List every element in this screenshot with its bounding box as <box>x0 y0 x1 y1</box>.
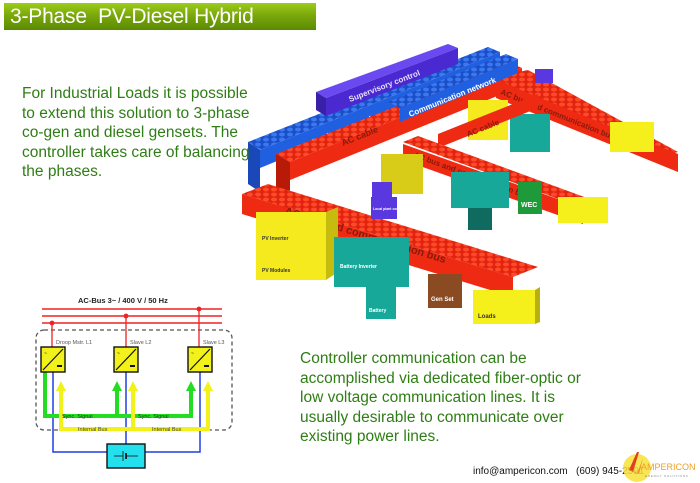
internal-bus-label-1: Internal Bus <box>78 427 108 433</box>
battery-inverter-label: Battery Inverter <box>340 264 377 270</box>
logo-name: AMPERICON <box>641 462 696 472</box>
logo-tagline: ENERGY SOLUTIONS <box>645 474 689 478</box>
intro-text: For Industrial Loads it is possible to e… <box>22 85 250 181</box>
local-plant-control-back <box>535 69 553 83</box>
ac-bus-middle: AC bus and communication bus WEC <box>372 136 608 230</box>
loads-block-middle <box>558 197 608 223</box>
pv-inverter-label: PV Inverter <box>262 236 288 242</box>
svg-text:~: ~ <box>44 351 47 357</box>
ac-bus-label: AC-Bus 3~ / 400 V / 50 Hz <box>78 296 168 305</box>
pv-modules-label: PV Modules <box>262 268 291 274</box>
page-title: 3-Phase PV-Diesel Hybrid <box>10 5 254 28</box>
local-plant-control-middle <box>372 182 392 198</box>
sync-signal-lines <box>43 372 193 418</box>
battery-label: Battery <box>369 308 386 314</box>
loads-block-front <box>473 290 535 324</box>
battery-inverter-block-back <box>510 114 550 152</box>
inverter-unit-2: ~ <box>113 346 139 373</box>
battery-block-front <box>366 287 396 319</box>
genset-label: Gen Set <box>431 297 454 303</box>
battery-block-middle <box>468 208 492 230</box>
front-modules: PV Inverter PV Modules Battery Inverter … <box>256 197 540 324</box>
ampericon-logo: AMPERICON ENERGY SOLUTIONS <box>623 452 696 482</box>
footer-contact: info@ampericon.com (609) 945-2591 <box>473 466 644 477</box>
unit-label-1: Droop Mstr. L1 <box>56 340 92 346</box>
battery-icon <box>106 443 146 469</box>
wec-block <box>518 182 542 214</box>
sync-signal-label-1: Sync. Signal <box>62 414 93 420</box>
title-bar: 3-Phase PV-Diesel Hybrid <box>4 3 316 30</box>
internal-bus-label-2: Internal Bus <box>152 427 182 433</box>
battery-inverter-block-middle <box>451 172 509 208</box>
loads-block-back <box>610 122 654 152</box>
lego-system-diagram: Communication network Supervisory contro… <box>242 44 678 324</box>
sync-signal-label-2: Sync. Signal <box>138 414 169 420</box>
communication-text: Controller communication can be accompli… <box>300 350 581 446</box>
unit-label-2: Slave L2 <box>130 340 151 346</box>
unit-label-3: Slave L3 <box>203 340 224 346</box>
svg-text:~: ~ <box>191 351 194 357</box>
genset-block <box>428 274 462 308</box>
contact-phone: (609) 945-2591 <box>575 466 645 477</box>
internal-bus-lines <box>59 390 210 431</box>
local-plant-control-label: Local plant control <box>373 207 404 211</box>
three-phase-circuit-diagram: AC-Bus 3~ / 400 V / 50 Hz Droop Mstr. L1… <box>35 296 233 469</box>
battery-inverter-block-front <box>334 237 409 287</box>
pv-block-front <box>256 212 326 280</box>
wec-label: WEC <box>521 202 537 209</box>
svg-text:~: ~ <box>117 351 120 357</box>
loads-label: Loads <box>478 314 496 320</box>
contact-email[interactable]: info@ampericon.com <box>473 466 568 477</box>
ac-bus-lines <box>42 308 222 324</box>
inverter-unit-1: ~ <box>40 346 66 373</box>
inverter-unit-3: ~ <box>187 346 213 373</box>
local-plant-control-front <box>371 197 397 219</box>
